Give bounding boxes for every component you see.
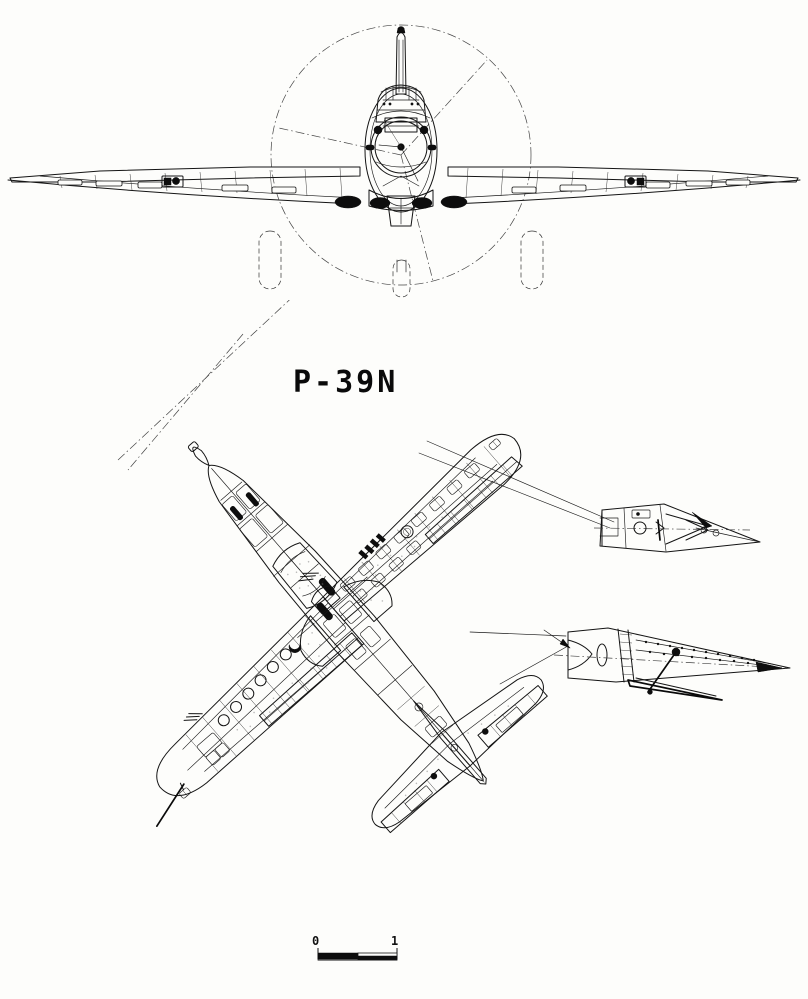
aircraft-plan-group <box>155 433 548 834</box>
cowl-guns <box>229 492 259 521</box>
nose-gear-door <box>386 195 416 227</box>
propeller-spinner <box>187 441 210 466</box>
cockpit-canopy <box>272 542 338 609</box>
vertical-fin-plan <box>413 700 487 785</box>
scale-segment-filled <box>317 952 359 960</box>
wing-landing-light <box>624 175 647 188</box>
plan-view <box>117 300 791 834</box>
wing-landing-light <box>161 175 184 188</box>
main-gear-fairing <box>334 195 468 209</box>
front-elevation-view <box>7 24 801 298</box>
port-wing <box>155 596 365 828</box>
drawing-title: P-39N <box>293 365 399 400</box>
wing-gun-barrels <box>298 572 319 582</box>
horizontal-stabilizer <box>371 675 548 834</box>
rear-fuselage-silhouette <box>375 84 427 123</box>
leader-line-lower-detail <box>469 631 567 637</box>
starboard-wing <box>298 433 523 622</box>
scale-end-label: 1 <box>391 934 399 948</box>
fuselage-nose <box>364 87 438 213</box>
landing-gear-wheel-outline <box>258 230 544 298</box>
main-gear-bay <box>297 576 393 667</box>
propeller-arc-circle <box>270 24 532 286</box>
scale-bar: 0 1 <box>312 934 408 966</box>
scale-segment-filled-lower <box>357 955 398 961</box>
wing-gun-barrels <box>183 713 203 721</box>
wing-front-silhouette <box>7 166 801 205</box>
detail-inset-lower <box>543 627 791 701</box>
propeller-blade-line <box>400 154 434 282</box>
wing-gun-ports <box>358 533 386 560</box>
fuselage-centreline <box>117 300 290 461</box>
nose-construction-line <box>127 333 244 471</box>
scale-start-label: 0 <box>312 934 320 948</box>
detail-inset-upper <box>593 503 761 553</box>
leader-line-upper-detail <box>426 440 615 523</box>
leader-line-upper-detail <box>418 452 611 529</box>
vertical-fin <box>395 26 407 95</box>
propeller-blade-line <box>278 127 402 156</box>
pitot-tube <box>155 782 185 828</box>
propeller-blade-line <box>400 59 488 156</box>
leader-line-lower-detail <box>499 645 569 685</box>
wing-inspection-ports <box>217 648 292 727</box>
